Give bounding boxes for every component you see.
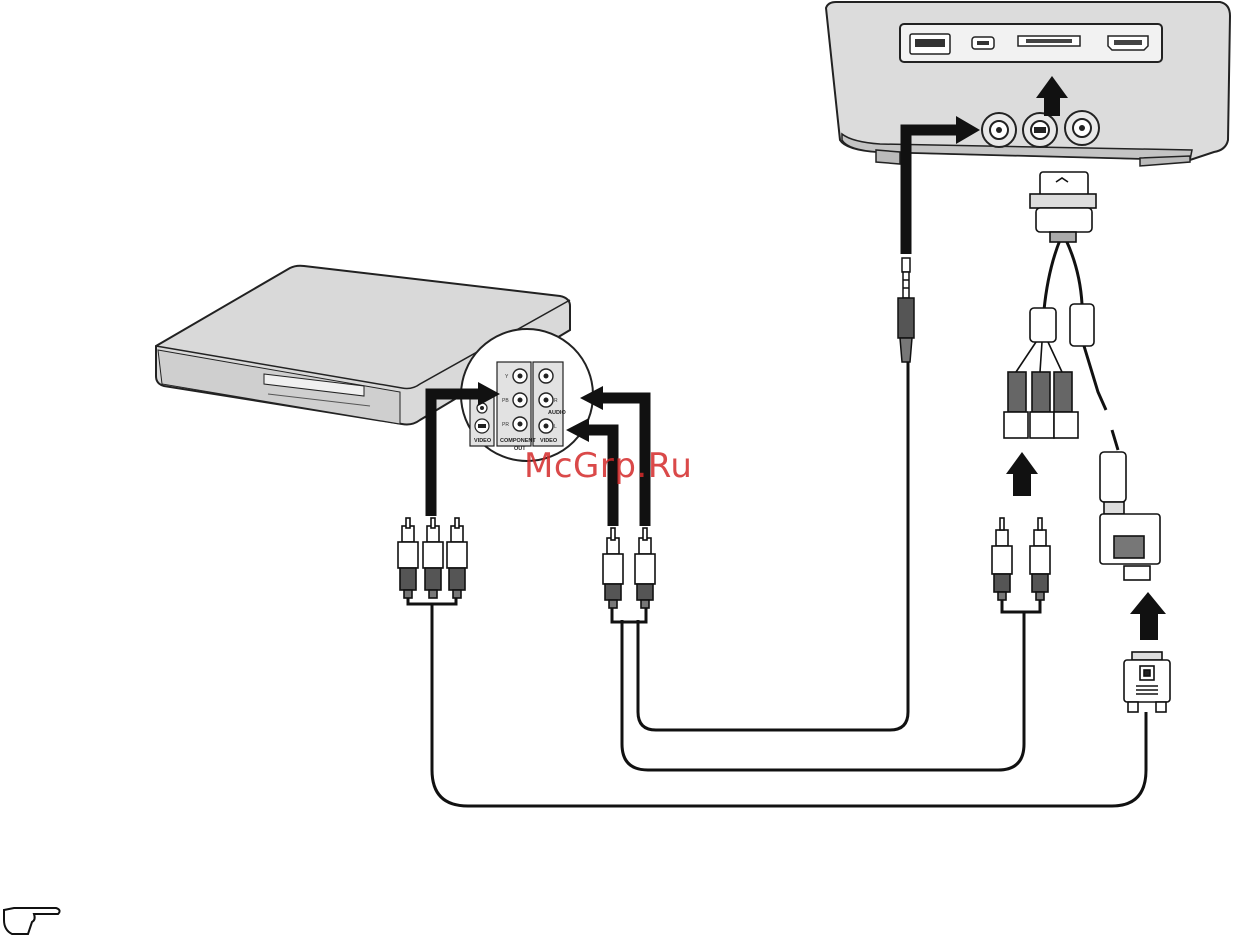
label-audio-r: R [554,398,558,404]
hdmi-port-icon [1108,36,1148,50]
label-video: VIDEO [474,438,492,444]
rca-plug-icon [398,518,1050,608]
label-audio-l: L [554,424,557,430]
vga-connector-icon [1124,652,1170,712]
card-slot-icon [1018,36,1080,46]
audio-plug-icon [898,258,914,362]
projector-icon [826,2,1230,166]
label-audio: AUDIO [548,410,566,416]
mini-usb-port-icon [972,37,994,49]
pointing-hand-note-icon [4,908,60,934]
label-pb: PB [502,398,509,404]
label-video2: VIDEO [540,438,558,444]
usb-port-icon [910,34,950,54]
label-component: COMPONENT [500,438,536,444]
label-pr: PR [502,422,509,428]
watermark-text: McGrp.Ru [524,446,734,486]
adapter-cable-icon [1004,172,1160,580]
